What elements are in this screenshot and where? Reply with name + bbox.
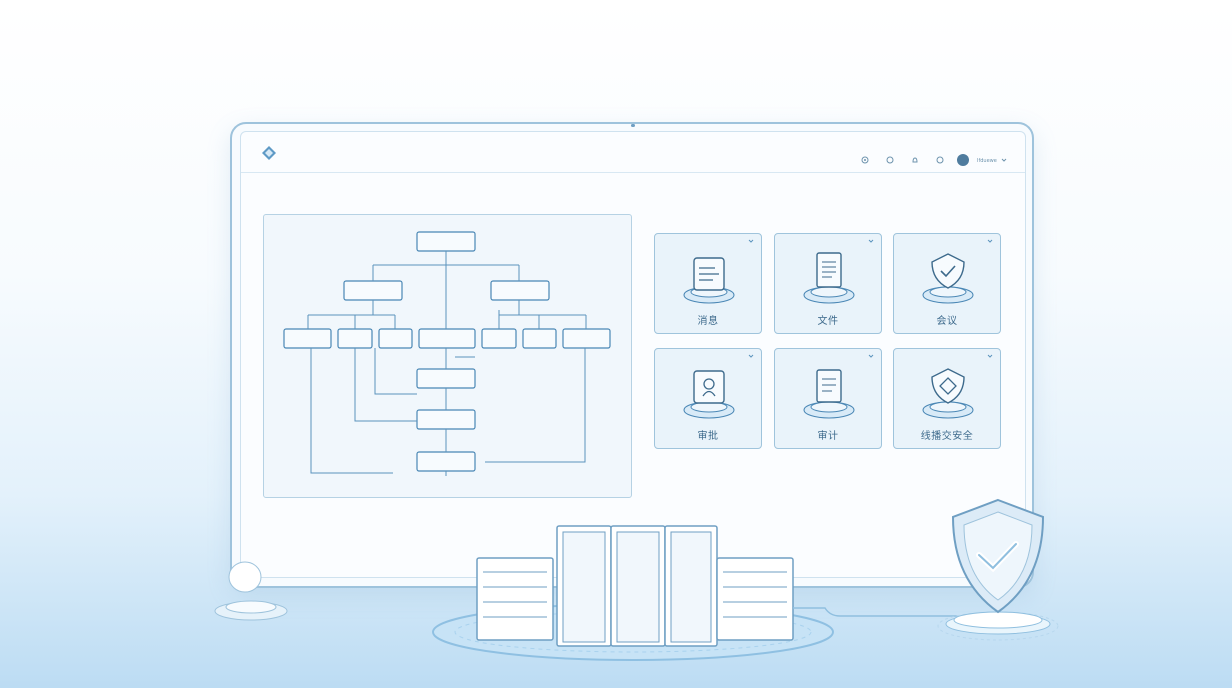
security-icon bbox=[922, 368, 974, 419]
shield-check-icon bbox=[922, 253, 974, 304]
approval-icon bbox=[683, 370, 735, 419]
flow-node bbox=[490, 280, 550, 301]
document-icon bbox=[803, 252, 855, 304]
tile-approval[interactable]: 审批 bbox=[654, 348, 762, 449]
server-rack-icon bbox=[476, 525, 794, 647]
flow-node bbox=[522, 328, 557, 349]
chevron-down-icon[interactable] bbox=[996, 152, 1012, 168]
user-name[interactable]: Ifduewe bbox=[977, 158, 997, 164]
flow-node bbox=[283, 328, 332, 349]
settings-icon[interactable] bbox=[857, 152, 873, 168]
message-icon bbox=[683, 257, 735, 304]
flow-node bbox=[378, 328, 413, 349]
tile-files[interactable]: 文件 bbox=[774, 233, 882, 334]
flow-node bbox=[562, 328, 611, 349]
audit-icon bbox=[803, 369, 855, 419]
tile-security[interactable]: 线播交安全 bbox=[893, 348, 1001, 449]
flow-node bbox=[416, 451, 476, 472]
tile-label: 线播交安全 bbox=[920, 431, 974, 442]
tile-audit[interactable]: 审计 bbox=[774, 348, 882, 449]
flowchart bbox=[283, 231, 611, 476]
tile-label: 消息 bbox=[697, 316, 719, 327]
tile-messages[interactable]: 消息 bbox=[654, 233, 762, 334]
flowchart-panel bbox=[263, 214, 632, 498]
help-icon[interactable] bbox=[882, 152, 898, 168]
mouse-icon bbox=[214, 561, 288, 621]
search-icon[interactable] bbox=[932, 152, 948, 168]
tile-meetings[interactable]: 会议 bbox=[893, 233, 1001, 334]
logo-icon[interactable] bbox=[261, 145, 277, 161]
tile-label: 审计 bbox=[817, 431, 839, 442]
flow-node bbox=[481, 328, 517, 349]
flow-node bbox=[343, 280, 403, 301]
shield-check-icon bbox=[937, 498, 1059, 641]
tile-label: 审批 bbox=[697, 431, 719, 442]
top-bar: Ifduewe bbox=[241, 132, 1025, 173]
decoration bbox=[214, 498, 1059, 661]
flow-node bbox=[416, 231, 476, 252]
flow-node bbox=[337, 328, 373, 349]
camera-dot bbox=[631, 124, 635, 127]
flow-node bbox=[416, 409, 476, 430]
flow-node bbox=[416, 368, 476, 389]
bell-icon[interactable] bbox=[907, 152, 923, 168]
avatar[interactable] bbox=[957, 154, 969, 166]
tile-label: 会议 bbox=[936, 316, 958, 327]
tile-label: 文件 bbox=[817, 316, 839, 327]
flow-node bbox=[418, 328, 476, 349]
